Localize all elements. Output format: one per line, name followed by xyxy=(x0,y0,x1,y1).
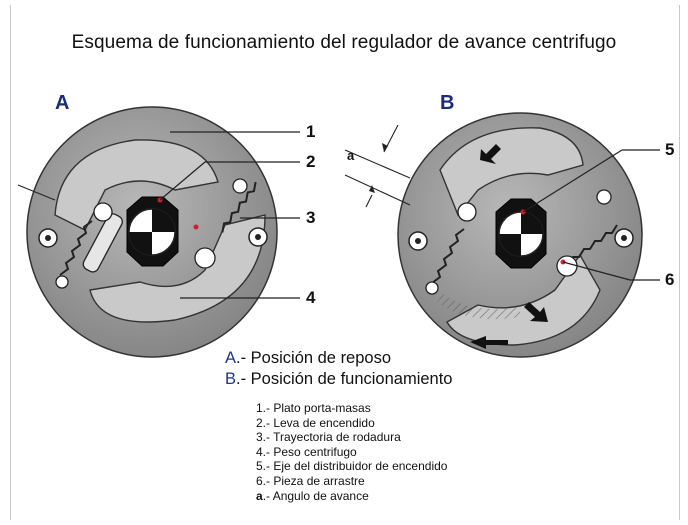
legend-item: 2.- Leva de encendido xyxy=(256,415,375,430)
lower-weight-a xyxy=(89,214,266,323)
caption-b: B.- Posición de funcionamiento xyxy=(225,370,452,389)
legend-item: 5.- Eje del distribuidor de encendido xyxy=(256,459,448,474)
caption-b-key: B xyxy=(225,370,237,388)
panel-label-b: B xyxy=(440,92,455,114)
caption-a: A.- Posición de reposo xyxy=(225,349,391,368)
mechanism-b xyxy=(344,112,660,358)
legend-item: 4.- Peso centrifugo xyxy=(256,444,357,459)
upper-weight-b xyxy=(439,127,584,217)
callout-3: 3 xyxy=(306,208,316,227)
diagram-title: Esquema de funcionamiento del regulador … xyxy=(71,32,617,53)
spring-left-a xyxy=(55,202,123,289)
legend-item: 3.- Trayectoria de rodadura xyxy=(256,430,401,445)
callout-2: 2 xyxy=(306,152,316,171)
legend-item: 6.- Pieza de arrastre xyxy=(256,473,365,488)
diagram-frame xyxy=(10,5,680,520)
spring-left-b xyxy=(425,202,477,295)
legend-angle-text: .- Angulo de avance xyxy=(262,488,369,503)
spring-right-a xyxy=(194,178,257,269)
legend-item-angle: a.- Angulo de avance xyxy=(256,489,447,504)
panel-label-a: A xyxy=(55,92,70,114)
caption-a-text: .- Posición de reposo xyxy=(236,349,392,367)
legend-item: 1.- Plato porta-masas xyxy=(256,401,371,415)
rotation-arrows-b xyxy=(470,144,548,349)
callout-1: 1 xyxy=(306,122,316,141)
legend-angle-key: a xyxy=(256,488,263,503)
caption-a-key: A xyxy=(225,349,237,367)
mechanism-a xyxy=(17,106,300,358)
legend-list: 1.- Plato porta-masas 2.- Leva de encend… xyxy=(256,401,447,503)
callout-4: 4 xyxy=(306,288,316,307)
caption-b-text: .- Posición de funcionamiento xyxy=(236,370,453,388)
callout-6: 6 xyxy=(665,270,675,289)
callout-5: 5 xyxy=(665,140,675,159)
angle-label: a xyxy=(347,148,355,163)
